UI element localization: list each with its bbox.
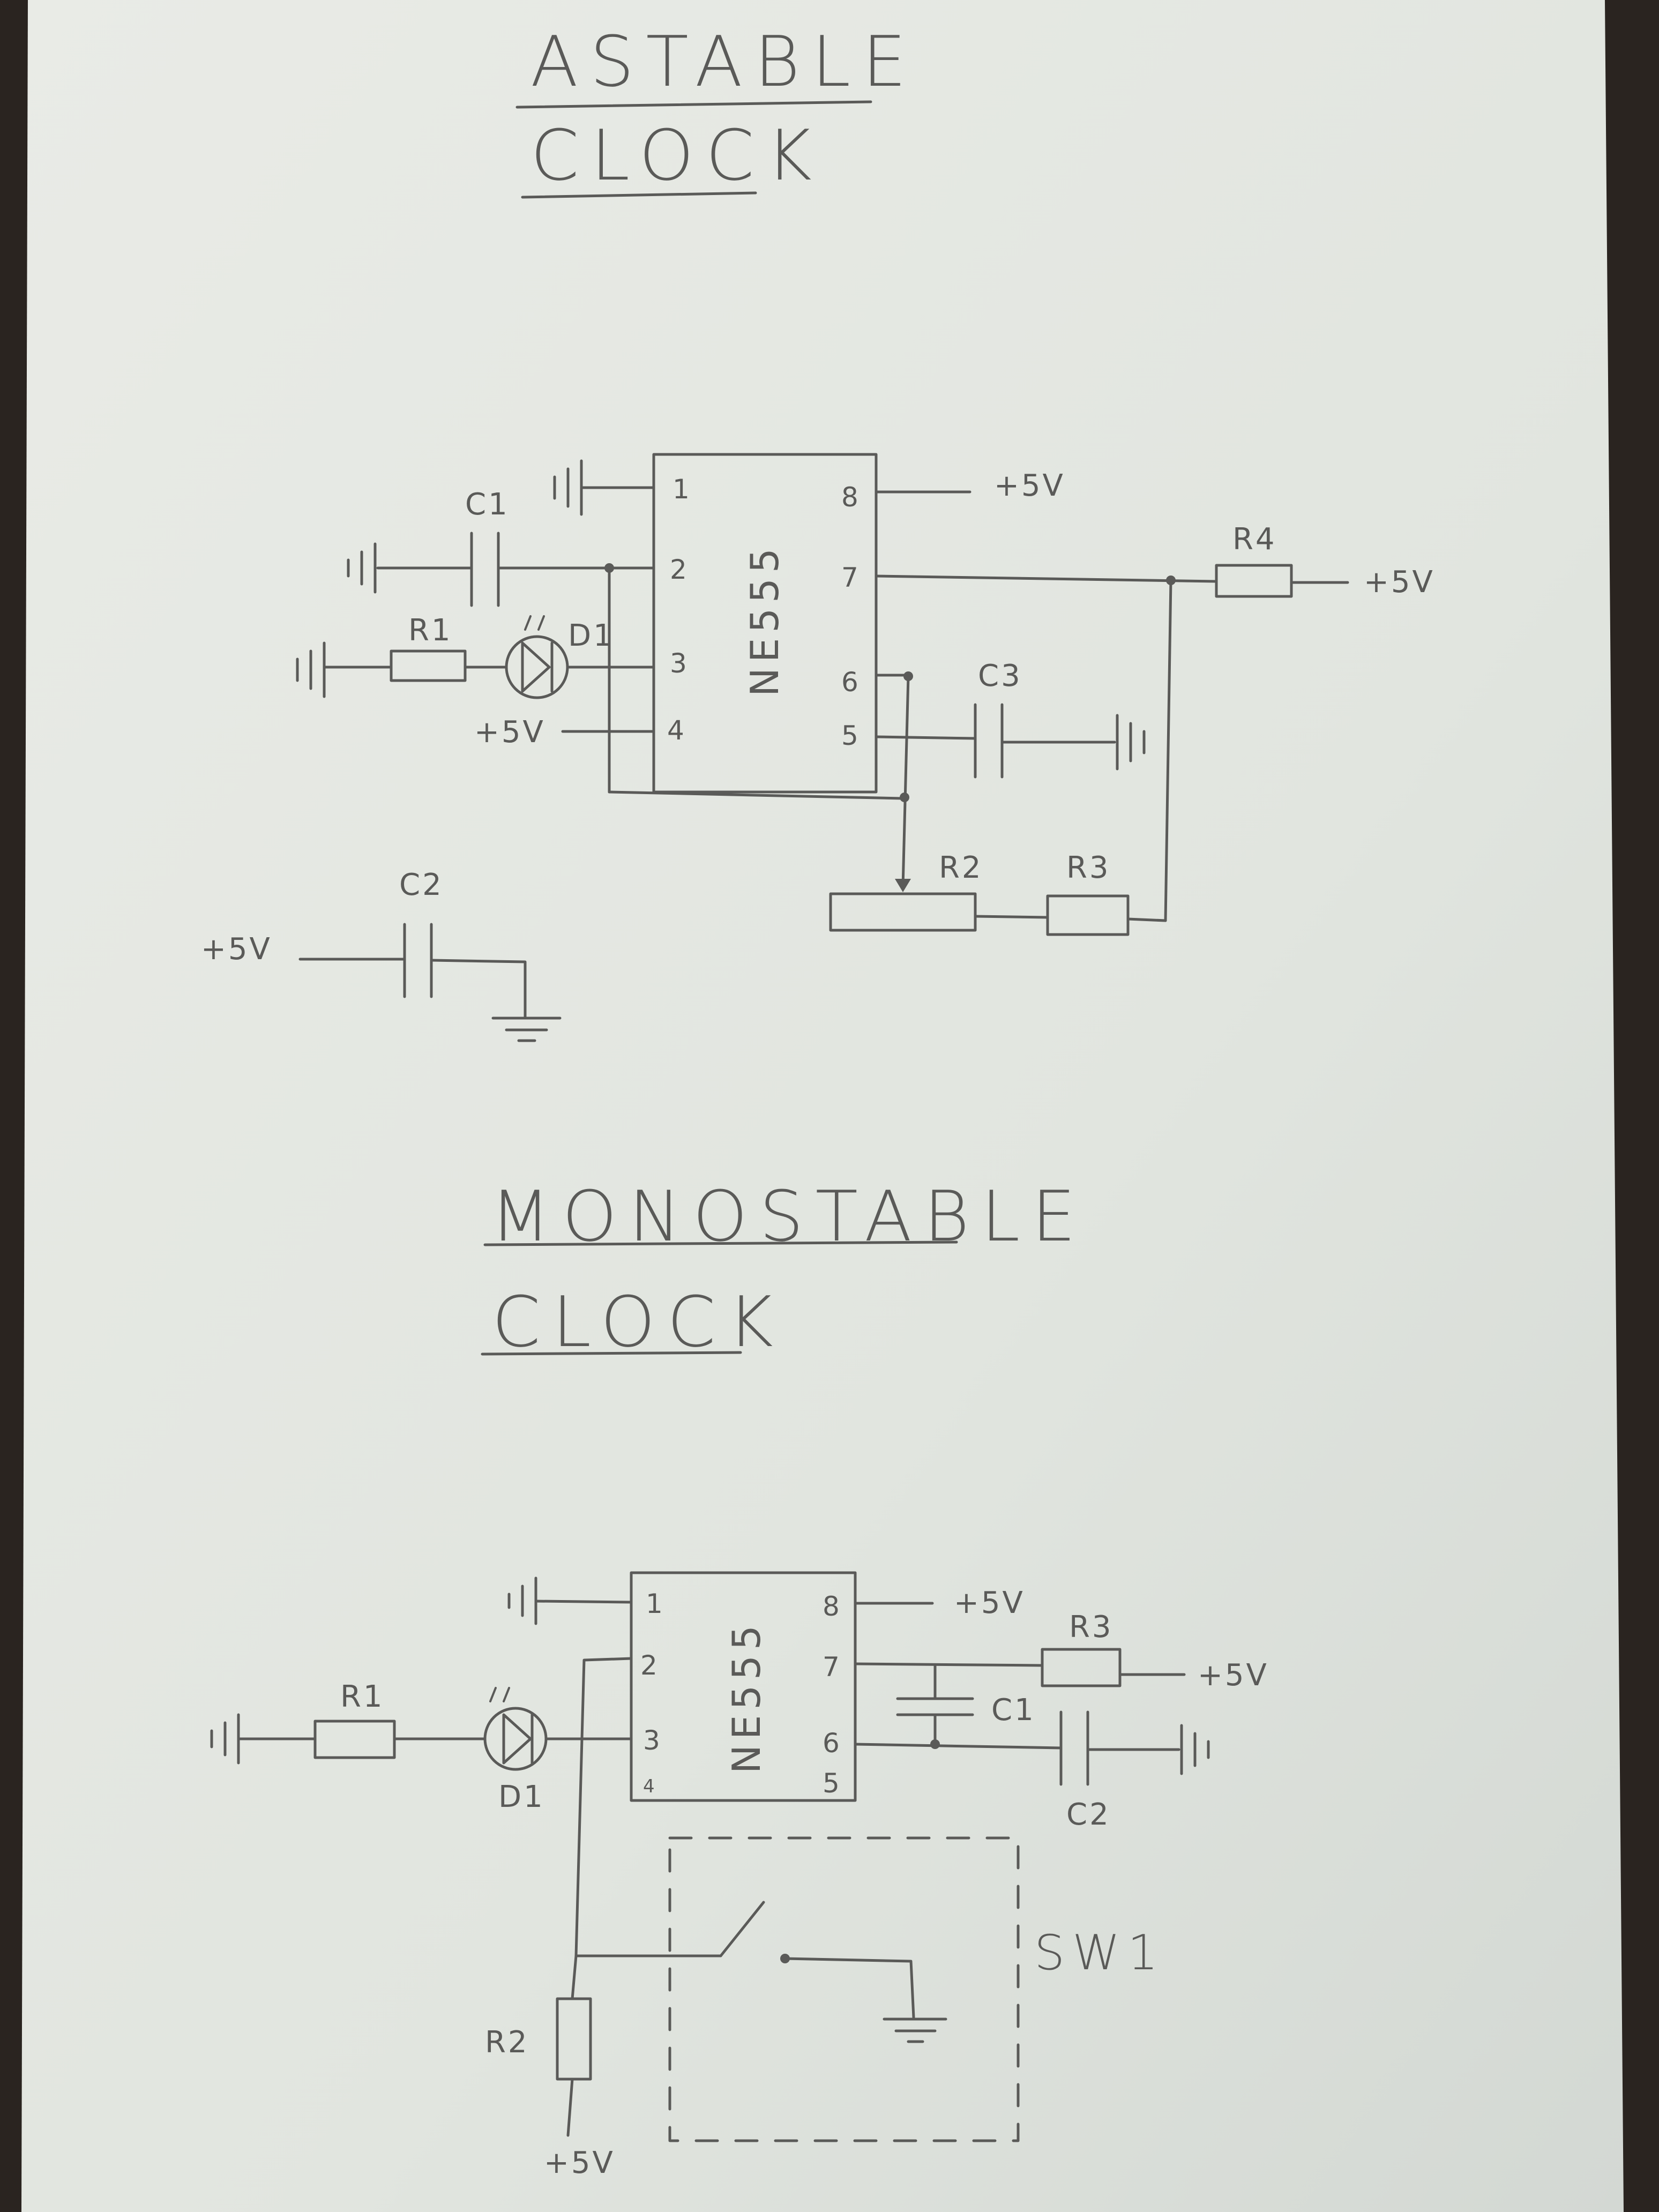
wiper-arrow [895, 879, 911, 892]
wire [854, 1743, 1063, 1750]
c2-label: C2 [399, 868, 444, 902]
astable-title-line1: ASTABLE [530, 21, 918, 102]
r1-label: R1 [340, 1679, 385, 1714]
pin-number: 4 [667, 715, 684, 746]
d1-label: D1 [498, 1780, 545, 1814]
pin-number: 1 [672, 474, 690, 505]
wire [1164, 579, 1172, 922]
ground-symbol [296, 641, 326, 698]
astable-title: ASTABLE CLOCK [515, 21, 918, 199]
underline [483, 1240, 958, 1246]
resistor-r2 [556, 1997, 592, 2081]
c2-label: C2 [1066, 1797, 1111, 1832]
pin-number: 6 [841, 667, 858, 698]
r3-label: R3 [1069, 1610, 1114, 1645]
vcc-label: +5V [994, 468, 1065, 503]
potentiometer-r2 [829, 892, 977, 932]
pin-number: 5 [841, 720, 858, 751]
resistor-r4 [1215, 564, 1293, 598]
vcc-label: +5V [1198, 1658, 1269, 1693]
r2-label: R2 [485, 2025, 529, 2060]
wire [875, 574, 1218, 583]
wire [430, 959, 527, 1019]
pin-number: 5 [823, 1768, 840, 1799]
ground-symbol [1116, 714, 1146, 771]
sw1-label: SW1 [1034, 1925, 1165, 1981]
pin-number: 7 [823, 1651, 840, 1683]
vcc-label: +5V [201, 932, 272, 967]
vcc-label: +5V [474, 715, 545, 750]
pin-number: 4 [643, 1776, 655, 1797]
chip-label: NE555 [742, 543, 787, 697]
wire [854, 1662, 1044, 1667]
pin-number: 3 [643, 1725, 660, 1756]
c1-label: C1 [991, 1693, 1036, 1728]
wire [534, 1600, 633, 1604]
resistor-r3 [1041, 1648, 1122, 1687]
astable-title-line2: CLOCK [530, 115, 824, 196]
wire [783, 1957, 915, 2019]
ground-symbol [347, 542, 377, 594]
c3-label: C3 [978, 659, 1022, 693]
pin-number: 2 [640, 1650, 657, 1681]
pin-number: 8 [823, 1591, 840, 1622]
monostable-title-line2: CLOCK [492, 1281, 785, 1363]
pin-number: 7 [841, 562, 858, 593]
d1-label: D1 [568, 618, 615, 653]
wire [901, 675, 910, 888]
pin-number: 6 [823, 1728, 840, 1759]
ground-symbol [491, 1017, 562, 1042]
ground-symbol [1180, 1724, 1210, 1775]
pin-number: 2 [670, 554, 687, 585]
wire [571, 1954, 578, 2000]
pin-number: 1 [646, 1588, 663, 1619]
monostable-title: MONOSTABLE CLOCK [481, 1176, 1076, 1363]
wire [875, 735, 977, 740]
ne555-chip-astable [652, 453, 878, 794]
vcc-label: +5V [1364, 565, 1435, 600]
wire [974, 915, 1049, 919]
paper-sheet [21, 0, 1624, 2212]
junction-dot [900, 793, 909, 802]
wire [566, 2078, 574, 2137]
r3-label: R3 [1066, 850, 1111, 885]
wire [1126, 917, 1167, 922]
underline [521, 191, 757, 199]
vcc-label: +5V [954, 1586, 1025, 1620]
r1-label: R1 [408, 613, 453, 648]
monostable-circuit: NE555 1 2 3 4 8 7 6 5 +5V R1 [210, 1571, 1269, 2180]
wire [608, 790, 905, 800]
r4-label: R4 [1232, 522, 1277, 557]
pin-number: 3 [670, 648, 687, 679]
capacitor-c1 [896, 1664, 974, 1746]
ne555-chip-monostable [630, 1571, 857, 1802]
wire [574, 1657, 633, 1957]
astable-circuit: NE555 1 2 3 4 8 7 6 5 +5V C1 [201, 453, 1435, 1042]
sw1-dashed-box [668, 1836, 1020, 2142]
c1-label: C1 [465, 487, 510, 522]
r2-label: R2 [939, 850, 983, 885]
pin-number: 8 [841, 482, 858, 513]
ground-symbol [553, 459, 583, 516]
resistor-r3 [1046, 894, 1130, 936]
chip-label: NE555 [724, 1620, 769, 1774]
ground-symbol [883, 2017, 947, 2043]
switch-lever [719, 1901, 765, 1957]
junction-dot [930, 1739, 940, 1749]
underline [515, 100, 872, 109]
underline [481, 1351, 742, 1356]
vcc-label: +5V [544, 2146, 615, 2180]
